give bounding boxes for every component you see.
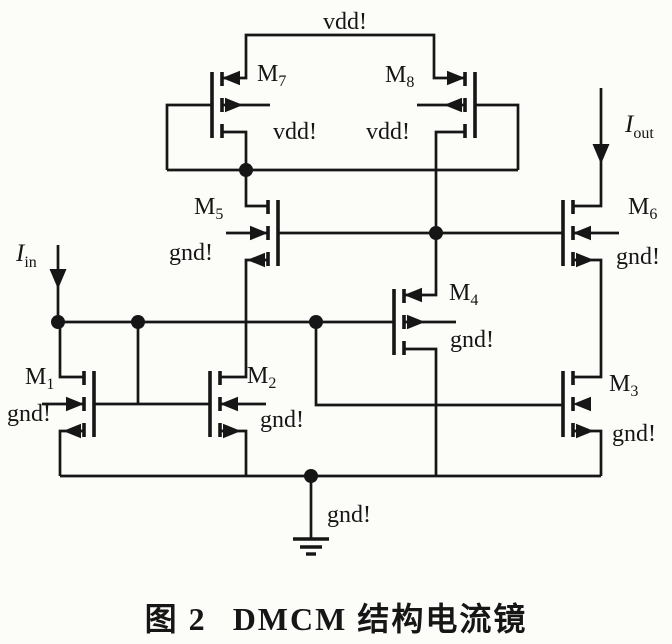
source-arrow [63,423,81,439]
net-label: gnd! [169,240,213,266]
net-label: gnd! [327,502,371,528]
transistor-M7 [210,70,243,138]
bulk-arrow [444,97,462,113]
junction-dot [131,315,145,329]
transistor-label: M6 [628,194,657,223]
net-label: gnd! [450,327,494,353]
transistor-label: M7 [257,61,286,90]
top-terminal-arrow [222,70,240,86]
wire [573,258,603,379]
current-label: Iout [624,111,654,142]
transistor-M1 [63,371,96,439]
transistor-M6 [561,200,594,268]
Iin-arrow [49,269,67,289]
caption-title: DMCM 结构电流镜 [232,601,528,637]
current-label: Iin [15,240,37,271]
junction-dot [304,469,318,483]
caption-number: 图 2 [144,601,207,637]
Iout-arrow [592,144,610,164]
wire [314,322,563,407]
net-label: gnd! [260,407,304,433]
transistor-M8 [444,70,477,138]
wire [573,429,603,476]
transistor-M5 [247,200,280,268]
bulk-arrow [220,396,238,412]
transistor-label: M5 [194,194,223,223]
junction-dot [239,163,253,177]
source-arrow [223,423,241,439]
bulk-arrow [225,97,243,113]
transistor-label: M4 [449,280,478,309]
net-label: gnd! [612,421,656,447]
schematic-canvas: M1 M2 M3 M4 M5 M6 M7 M8 vdd! vdd! vdd! gnd! gnd! gnd!… [7,9,660,556]
transistor-M3 [561,371,594,439]
transistor-M2 [208,371,241,439]
top-terminal-arrow [404,287,422,303]
bulk-arrow [573,225,591,241]
wire [165,103,212,170]
net-label: vdd! [366,119,410,145]
top-terminal-arrow [447,70,465,86]
ground-symbol [293,537,329,556]
bulk-arrow [66,396,84,412]
source-arrow [247,252,265,268]
bulk-arrow [573,396,591,412]
transistor-label: M1 [25,364,54,393]
net-label: vdd! [323,9,367,35]
wire [573,88,603,208]
junction-dot [309,315,323,329]
figure-caption: 图 2 DMCM 结构电流镜 [0,594,672,640]
net-label: gnd! [616,244,660,270]
transistor-label: M2 [247,363,276,392]
transistor-label: M3 [609,371,638,400]
source-arrow [576,252,594,268]
wire [220,258,268,379]
junction-dot [429,226,443,240]
transistor-M4 [392,287,425,355]
wire [58,322,84,379]
bulk-arrow [407,314,425,330]
transistor-label: M8 [385,62,414,91]
net-label: gnd! [7,401,51,427]
source-arrow [576,423,594,439]
wire [404,130,465,297]
junction-dot [51,315,65,329]
wire [404,347,438,476]
net-label: vdd! [273,119,317,145]
wire [222,33,465,80]
wire [475,103,520,170]
bulk-arrow [250,225,268,241]
